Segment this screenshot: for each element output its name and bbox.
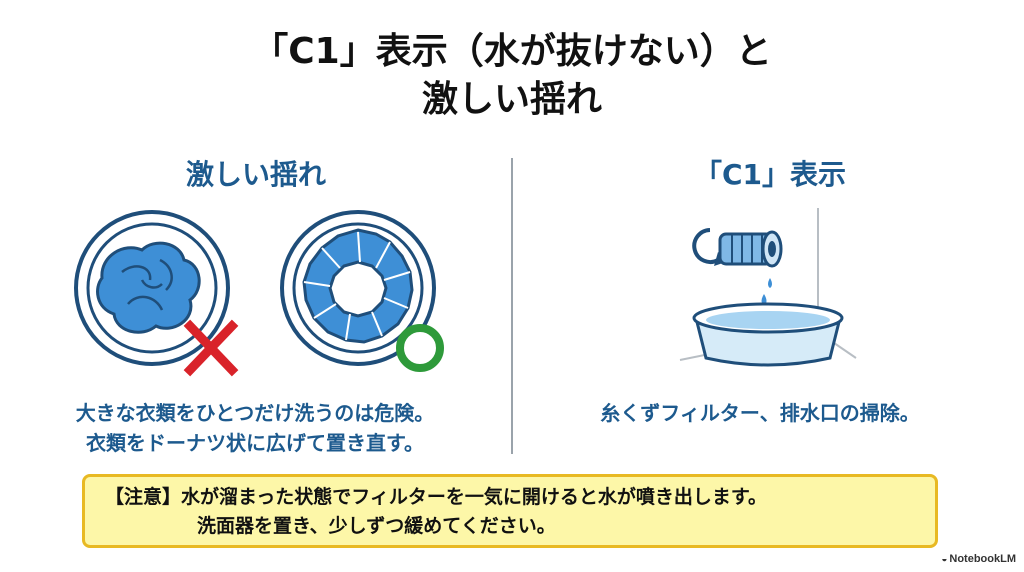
red-x-icon (183, 319, 239, 377)
page-title: 「C1」表示（水が抜けない）と 激しい揺れ (0, 28, 1024, 124)
brand-label: NotebookLM (949, 553, 1016, 565)
right-heading: 「C1」表示 (693, 158, 847, 191)
title-line-1: 「C1」表示（水が抜けない）と (252, 31, 772, 72)
clumped-cloth (96, 241, 201, 334)
basin-icon (692, 302, 844, 367)
filter-and-basin-illustration (679, 208, 857, 367)
left-caption-line-2: 衣類をドーナツ状に広げて置き直す。 (86, 431, 424, 455)
caution-line-1: 【注意】水が溜まった状態でフィルターを一気に開けると水が噴き出します。 (105, 486, 767, 508)
title-line-2: 激しい揺れ (421, 79, 602, 120)
brand-watermark: ◒NotebookLM (941, 552, 1016, 567)
column-divider (511, 158, 513, 454)
left-heading: 激しい揺れ (185, 158, 326, 191)
good-load-illustration (280, 210, 444, 372)
right-caption: 糸くずフィルター、排水口の掃除。 (600, 401, 920, 425)
green-circle-icon (396, 324, 444, 372)
donut-cloth (302, 228, 414, 344)
lint-filter-icon (692, 228, 783, 268)
bad-load-illustration (74, 210, 239, 377)
notebooklm-logo-icon: ◒ (941, 554, 948, 565)
left-caption-line-1: 大きな衣類をひとつだけ洗うのは危険。 (75, 401, 435, 425)
caution-line-2: 洗面器を置き、少しずつ緩めてください。 (197, 515, 556, 537)
caution-notice: 【注意】水が溜まった状態でフィルターを一気に開けると水が噴き出します。 洗面器を… (82, 474, 938, 548)
left-caption: 大きな衣類をひとつだけ洗うのは危険。 衣類をドーナツ状に広げて置き直す。 (20, 398, 490, 458)
